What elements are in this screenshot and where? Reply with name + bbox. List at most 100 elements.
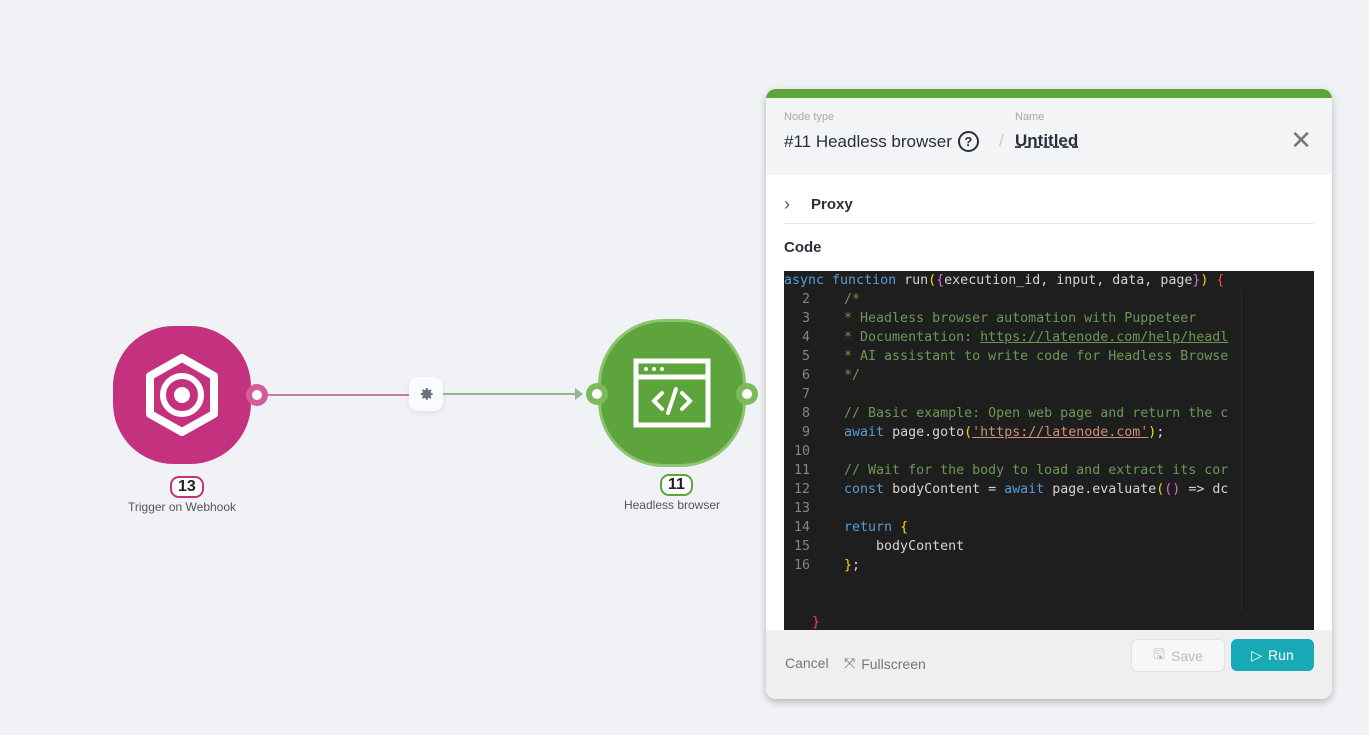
run-label: Run (1268, 647, 1294, 663)
browser-code-icon (633, 358, 711, 428)
save-label: Save (1171, 647, 1203, 664)
line-number: 14 (793, 520, 810, 535)
code-token: } (812, 615, 821, 630)
separator: / (999, 131, 1004, 150)
code-line: // Basic example: Open web page and retu… (812, 404, 1228, 423)
save-button[interactable]: 🖫 Save (1131, 639, 1225, 672)
close-button[interactable]: ✕ (1290, 125, 1312, 155)
code-line: } (812, 613, 820, 630)
cancel-label: Cancel (785, 655, 829, 671)
code-token: async (784, 273, 833, 288)
line-number: 15 (793, 539, 810, 554)
output-port[interactable] (736, 383, 758, 405)
cancel-button[interactable]: Cancel (785, 655, 829, 671)
code-token: bodyContent = (892, 482, 1005, 497)
fullscreen-icon: ⤧ (844, 655, 856, 671)
code-token (812, 520, 844, 535)
code-line: * Headless browser automation with Puppe… (812, 309, 1196, 328)
gear-icon (420, 388, 433, 400)
code-token: ( (964, 425, 973, 440)
code-token: // Wait for the body to load and extract… (812, 463, 1229, 478)
code-token: } (844, 558, 853, 573)
arrow-head-icon (575, 388, 583, 400)
code-editor[interactable]: async function run({execution_id, input,… (784, 271, 1314, 630)
edge-13-to-11-end[interactable] (443, 393, 577, 395)
run-button[interactable]: ▷Run (1231, 639, 1314, 671)
node-label: Headless browser (623, 498, 721, 512)
code-token: { (900, 520, 909, 535)
code-line: await page.goto('https://latenode.com'); (812, 423, 1164, 442)
panel-header: Node type #11 Headless browser ? / Name … (766, 98, 1332, 175)
code-token: page.evaluate (1052, 482, 1157, 497)
edge-settings-button[interactable] (409, 377, 443, 411)
code-token: ( (928, 273, 937, 288)
code-token: const (844, 482, 893, 497)
node-type: #11 Headless browser (784, 131, 952, 151)
panel-accent-bar (766, 89, 1332, 98)
fullscreen-label: Fullscreen (861, 655, 926, 672)
save-icon: 🖫 (1153, 645, 1165, 662)
line-number: 5 (801, 349, 810, 364)
code-token: * Headless browser automation with Puppe… (812, 311, 1197, 326)
code-token: ; (1156, 425, 1165, 440)
code-token (812, 482, 844, 497)
help-icon[interactable]: ? (957, 131, 979, 152)
name-label: Name (1015, 111, 1045, 123)
code-token: // Basic example: Open web page and retu… (812, 406, 1229, 421)
code-token: { (1208, 273, 1225, 288)
line-number: 12 (793, 482, 810, 497)
code-token: execution_id, input, data, page (944, 273, 1193, 288)
editor-minimap[interactable] (1241, 289, 1300, 611)
code-token: bodyContent (812, 539, 965, 554)
line-number: 2 (801, 292, 810, 307)
line-number: 6 (801, 368, 810, 383)
edge-13-to-11[interactable] (268, 394, 423, 396)
code-token: page.goto (892, 425, 965, 440)
code-line: * AI assistant to write code for Headles… (812, 347, 1228, 366)
node-id-badge: 11 (660, 474, 693, 496)
code-token: ( (1156, 482, 1165, 497)
code-token: */ (812, 368, 861, 383)
panel-footer: Cancel ⤧ Fullscreen 🖫 Save ▷Run (766, 630, 1332, 699)
code-token: ) (1200, 273, 1209, 288)
line-number: 11 (793, 463, 810, 478)
code-label: Code (784, 239, 822, 256)
code-token: { (936, 273, 945, 288)
fullscreen-button[interactable]: ⤧ Fullscreen (844, 655, 926, 672)
node-id-badge: 13 (170, 476, 204, 498)
node-name-field[interactable]: Untitled (1015, 131, 1079, 150)
node-settings-panel: Node type #11 Headless browser ? / Name … (766, 89, 1332, 699)
code-token: /* (812, 292, 861, 307)
code-token: https://latenode.com/help/headl (980, 330, 1229, 345)
code-token: ' (1140, 425, 1149, 440)
input-port[interactable] (586, 383, 608, 405)
code-line: // Wait for the body to load and extract… (812, 461, 1228, 480)
code-line: return { (812, 518, 908, 537)
node-label: Trigger on Webhook (127, 500, 237, 514)
output-port[interactable] (246, 384, 268, 406)
webhook-icon (146, 354, 218, 436)
code-line: async function run({execution_id, input,… (784, 271, 1224, 290)
code-token: https://latenode.com (980, 425, 1141, 440)
code-token: run (904, 273, 929, 288)
line-number: 16 (793, 558, 810, 573)
line-number: 3 (801, 311, 810, 326)
code-token: ' (972, 425, 981, 440)
code-token: return (844, 520, 901, 535)
code-token: await (844, 425, 893, 440)
code-token: function (832, 273, 905, 288)
code-line: /* (812, 290, 860, 309)
proxy-section-toggle[interactable]: › Proxy (784, 185, 1314, 224)
code-line: bodyContent (812, 537, 964, 556)
line-number: 13 (793, 501, 810, 516)
line-number: 8 (801, 406, 810, 421)
proxy-label: Proxy (811, 195, 853, 213)
line-number: 7 (801, 387, 810, 402)
code-token: * Documentation: (812, 330, 981, 345)
code-token: () (1164, 482, 1181, 497)
code-token (812, 425, 844, 440)
code-token: await (1004, 482, 1053, 497)
code-token: } (1192, 273, 1201, 288)
line-number: 9 (801, 425, 810, 440)
code-line: */ (812, 366, 860, 385)
